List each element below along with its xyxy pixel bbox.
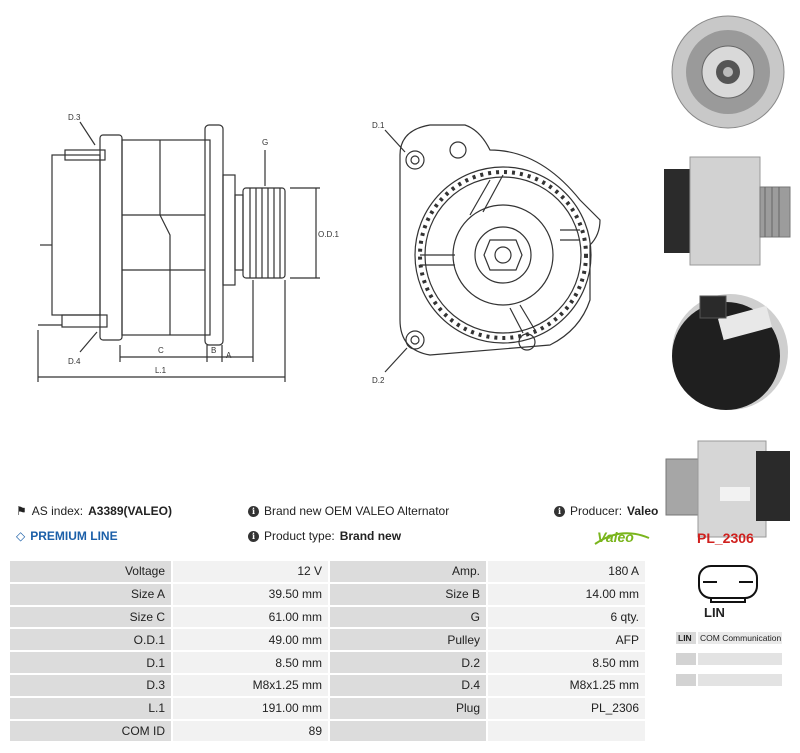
label-d3: D.3 <box>68 113 81 122</box>
label-b: B <box>211 346 216 355</box>
plug-connector-icon <box>698 565 758 603</box>
valeo-logo: Valeo <box>593 524 651 548</box>
spec-value: 8.50 mm <box>488 652 645 673</box>
info-icon: i <box>248 530 259 542</box>
spec-value: 39.50 mm <box>173 583 328 605</box>
pin-row <box>676 653 782 665</box>
spec-value: 12 V <box>173 561 328 582</box>
product-type: i Product type: Brand new <box>248 529 401 543</box>
description: i Brand new OEM VALEO Alternator <box>248 504 449 518</box>
spec-value: M8x1.25 mm <box>173 674 328 696</box>
pin-function: COM Communication <box>698 632 782 644</box>
label-c: C <box>158 346 164 355</box>
table-row: D.3 M8x1.25 mm D.4 M8x1.25 mm <box>10 674 645 696</box>
product-photo-front[interactable] <box>660 6 796 134</box>
spec-value: 8.50 mm <box>173 652 328 673</box>
pin-row <box>676 674 782 686</box>
label-d1: D.1 <box>372 121 385 130</box>
pin-table: LIN COM Communication <box>676 632 782 695</box>
spec-value: 191.00 mm <box>173 697 328 719</box>
pin-name: LIN <box>676 632 696 644</box>
spec-label: G <box>330 606 486 628</box>
table-row: Size C 61.00 mm G 6 qty. <box>10 606 645 628</box>
as-index: ⚑ AS index: A3389(VALEO) <box>16 504 172 518</box>
spec-table: Voltage 12 V Amp. 180 A Size A 39.50 mm … <box>8 559 647 743</box>
spec-value: 61.00 mm <box>173 606 328 628</box>
label-d2: D.2 <box>372 376 385 385</box>
technical-drawing: D.3 G O.D.1 D.4 C B A L.1 D.1 D.2 <box>37 113 601 385</box>
spec-value: AFP <box>488 629 645 651</box>
spec-value <box>488 720 645 742</box>
plug-label: LIN <box>704 605 725 620</box>
description-text: Brand new OEM VALEO Alternator <box>264 504 450 518</box>
spec-label: O.D.1 <box>10 629 171 651</box>
spec-label: D.3 <box>10 674 171 696</box>
product-photo-side[interactable] <box>660 147 796 275</box>
premium-line-label: PREMIUM LINE <box>30 529 118 543</box>
producer-label: Producer: <box>570 504 623 518</box>
product-type-label: Product type: <box>264 529 335 543</box>
product-photos <box>660 6 796 570</box>
plug-code: PL_2306 <box>697 530 754 546</box>
spec-value: 49.00 mm <box>173 629 328 651</box>
spec-value: 6 qty. <box>488 606 645 628</box>
pin-function <box>698 674 782 686</box>
product-photo-angle[interactable] <box>660 429 796 557</box>
as-index-value: A3389(VALEO) <box>88 504 172 518</box>
label-od1: O.D.1 <box>318 230 339 239</box>
premium-line: ◇ PREMIUM LINE <box>16 529 118 543</box>
pin-name <box>676 653 696 665</box>
table-row: Voltage 12 V Amp. 180 A <box>10 561 645 582</box>
label-d4: D.4 <box>68 357 81 366</box>
table-row: L.1 191.00 mm Plug PL_2306 <box>10 697 645 719</box>
label-a: A <box>226 351 232 360</box>
spec-label: Amp. <box>330 561 486 582</box>
spec-value: M8x1.25 mm <box>488 674 645 696</box>
pin-name <box>676 674 696 686</box>
tag-icon: ⚑ <box>16 504 27 518</box>
diamond-icon: ◇ <box>16 529 26 543</box>
spec-label: Size A <box>10 583 171 605</box>
spec-label <box>330 720 486 742</box>
product-photo-rear[interactable] <box>660 288 796 416</box>
as-index-label: AS index: <box>31 504 84 518</box>
spec-label: Plug <box>330 697 486 719</box>
pin-row: LIN COM Communication <box>676 632 782 644</box>
label-l1: L.1 <box>155 366 167 375</box>
spec-value: 89 <box>173 720 328 742</box>
producer-value: Valeo <box>627 504 659 518</box>
spec-label: D.2 <box>330 652 486 673</box>
spec-label: Size B <box>330 583 486 605</box>
table-row: Size A 39.50 mm Size B 14.00 mm <box>10 583 645 605</box>
producer: i Producer: Valeo <box>554 504 658 518</box>
spec-value: 14.00 mm <box>488 583 645 605</box>
spec-label: Pulley <box>330 629 486 651</box>
spec-label: L.1 <box>10 697 171 719</box>
spec-label: D.4 <box>330 674 486 696</box>
spec-label: Size C <box>10 606 171 628</box>
info-icon: i <box>554 505 565 517</box>
pin-function <box>698 653 782 665</box>
valeo-logo-text: Valeo <box>597 529 634 545</box>
product-type-value: Brand new <box>339 529 402 543</box>
table-row: O.D.1 49.00 mm Pulley AFP <box>10 629 645 651</box>
spec-label: D.1 <box>10 652 171 673</box>
spec-label: Voltage <box>10 561 171 582</box>
label-g: G <box>262 138 268 147</box>
spec-value: PL_2306 <box>488 697 645 719</box>
table-row: COM ID 89 <box>10 720 645 742</box>
spec-value: 180 A <box>488 561 645 582</box>
spec-label: COM ID <box>10 720 171 742</box>
info-icon: i <box>248 505 259 517</box>
table-row: D.1 8.50 mm D.2 8.50 mm <box>10 652 645 673</box>
